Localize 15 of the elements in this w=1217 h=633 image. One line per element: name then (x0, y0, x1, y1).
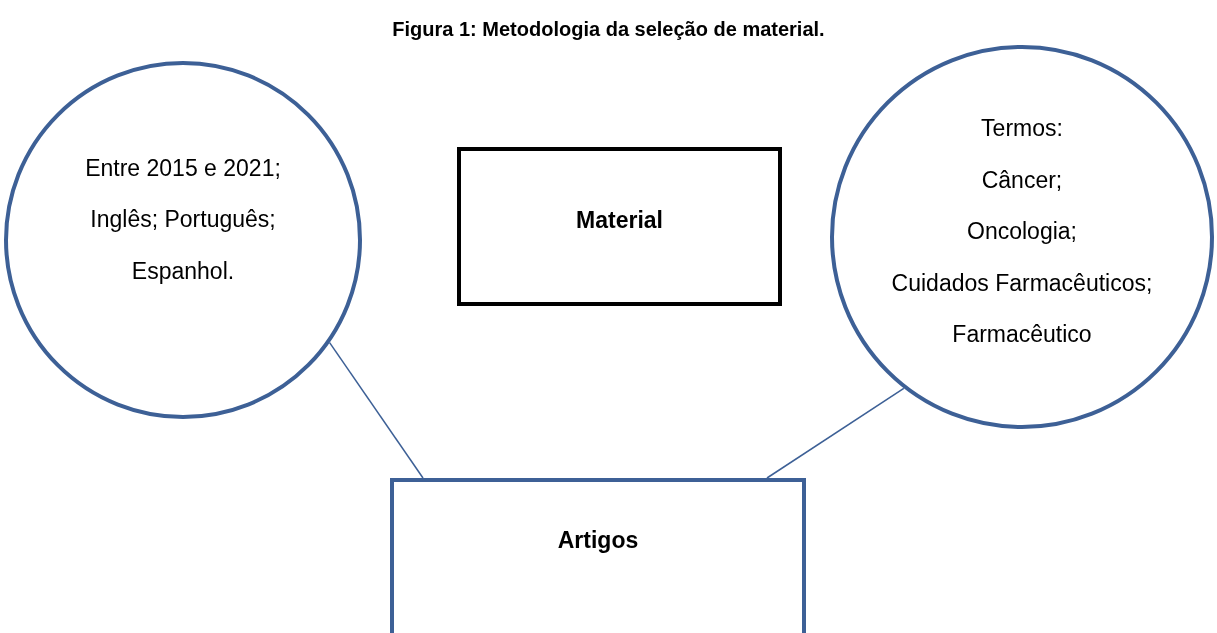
circle-text: Oncologia; (967, 218, 1077, 246)
process-box (457, 147, 782, 306)
circle-text: Cuidados Farmacêuticos; (891, 269, 1153, 298)
box-label: Material (576, 207, 663, 234)
connector-line (766, 387, 905, 479)
process-box (390, 478, 806, 633)
circle-text: Inglês; Português; (90, 206, 276, 234)
connector-line (328, 341, 424, 479)
figure-title: Figura 1: Metodologia da seleção de material. (391, 18, 826, 41)
box-label: Artigos (557, 527, 639, 554)
circle-text: Farmacêutico (952, 321, 1092, 349)
circle-text: Entre 2015 e 2021; (85, 154, 281, 183)
circle-text: Câncer; (981, 166, 1063, 195)
circle-text: Termos: (981, 115, 1063, 143)
circle-text: Espanhol. (131, 257, 235, 286)
